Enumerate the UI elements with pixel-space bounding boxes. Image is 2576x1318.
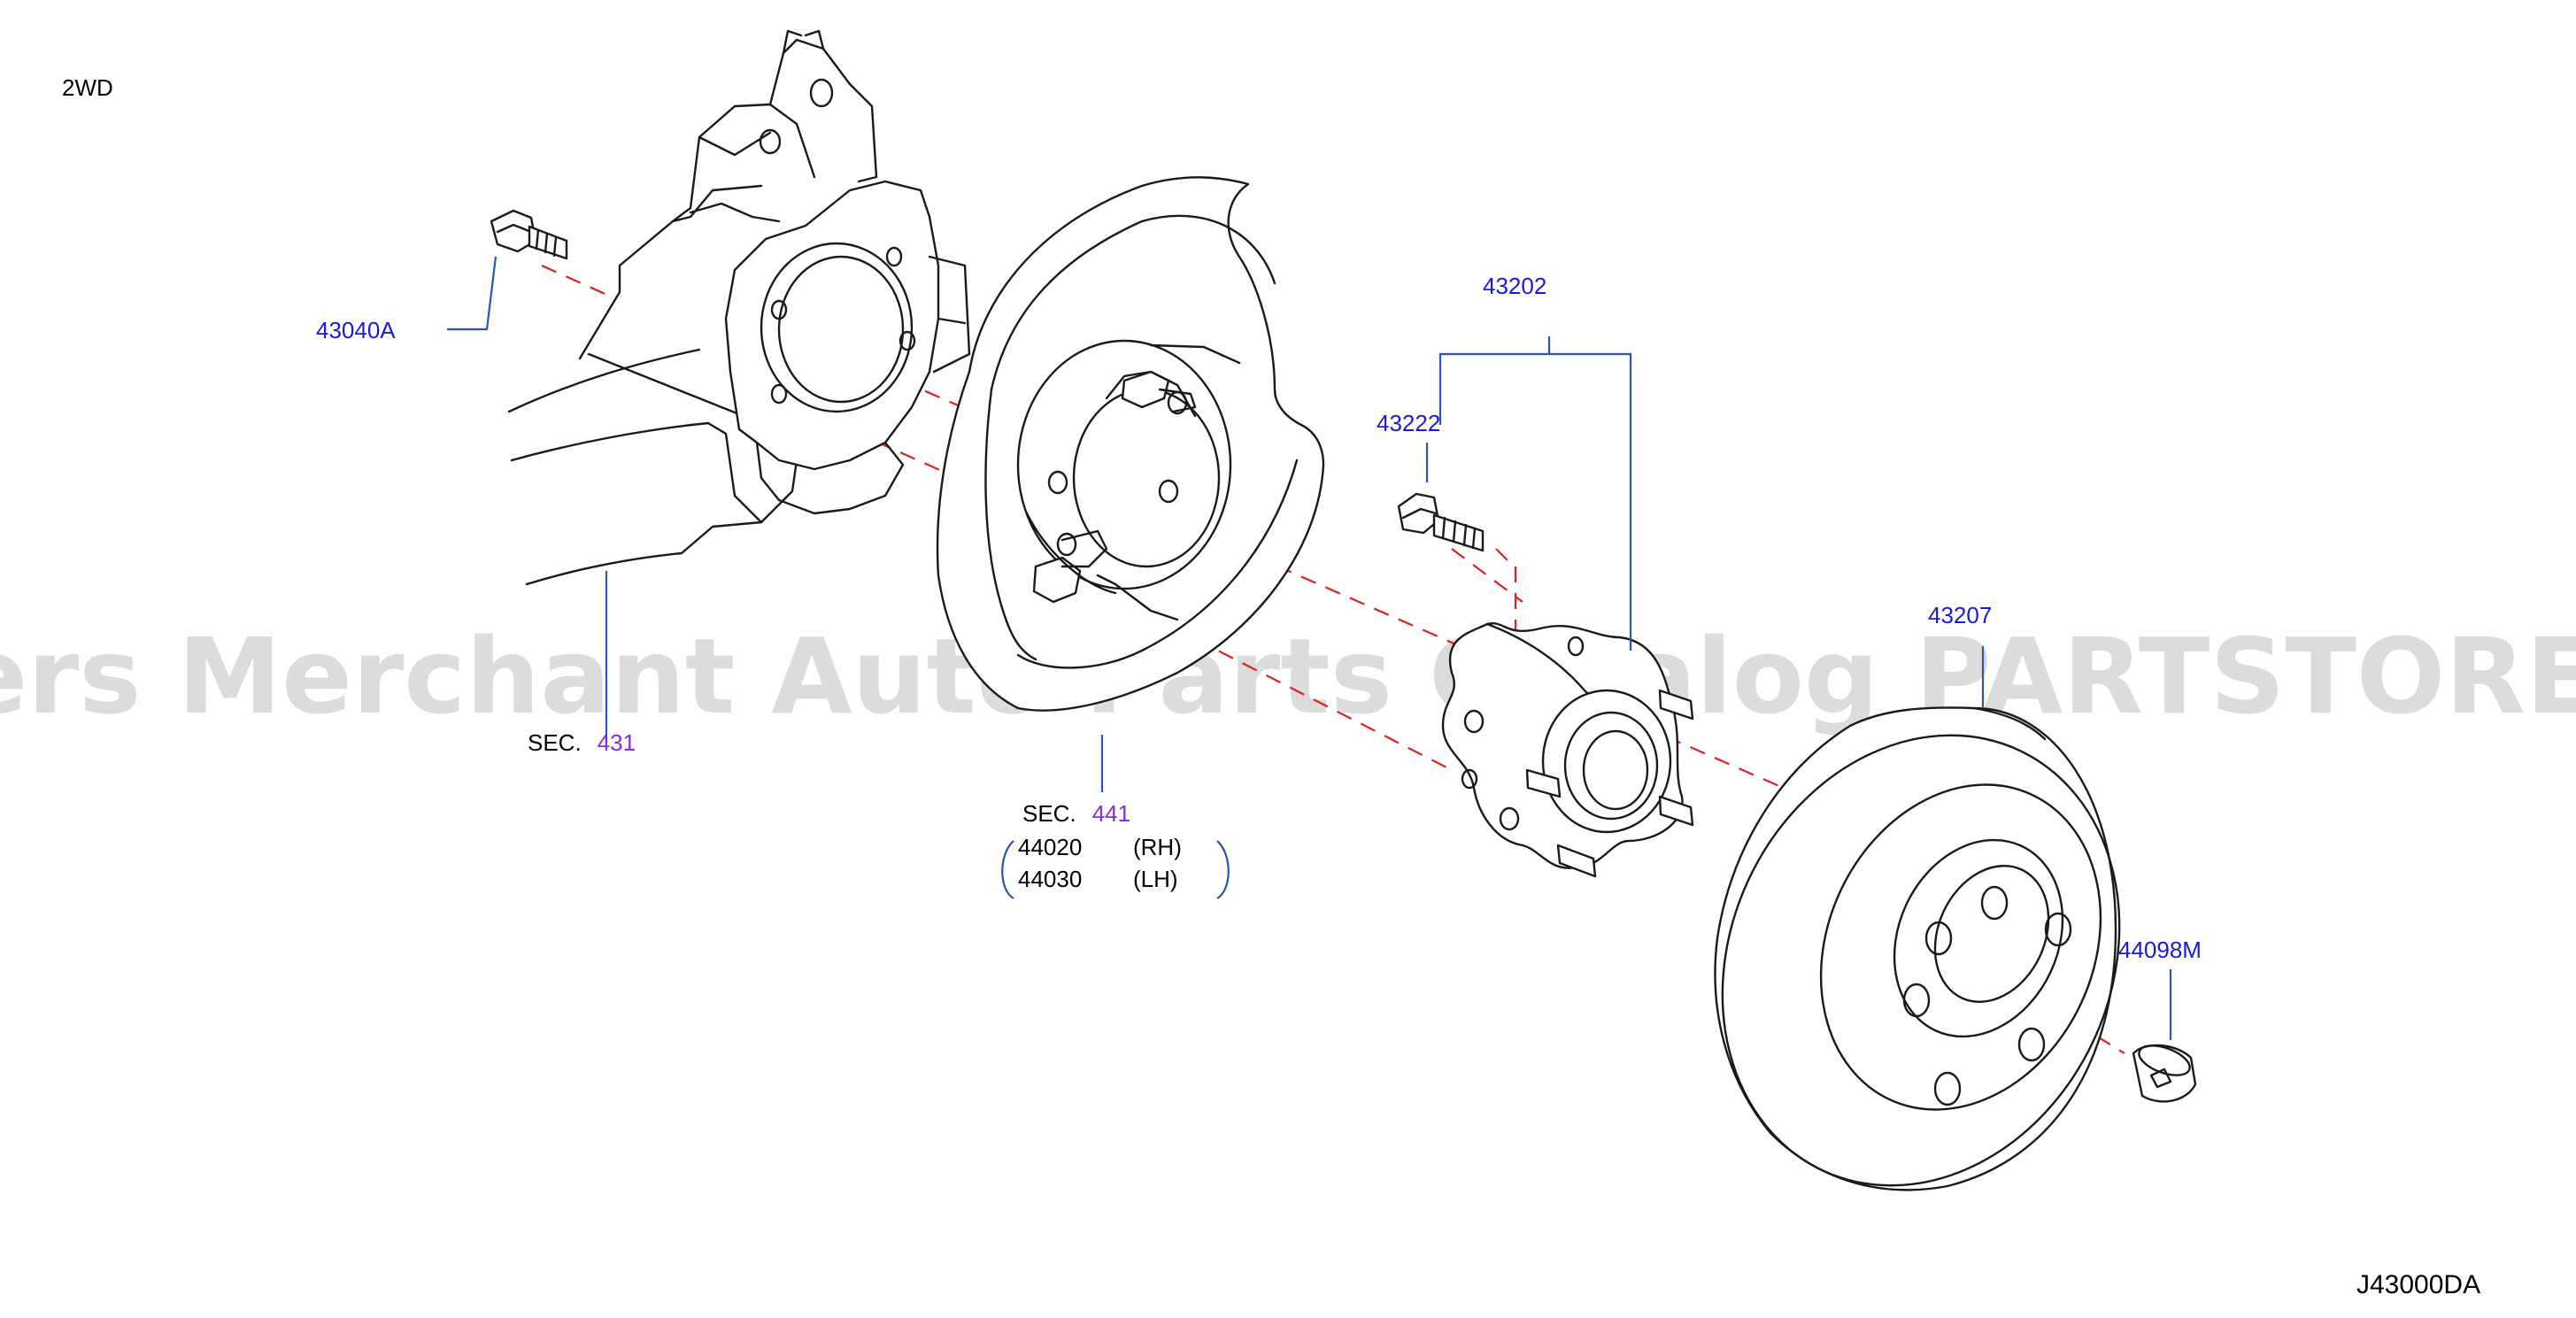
part-label-43040a[interactable]: 43040A (316, 317, 396, 343)
section-label-431[interactable]: SEC. 431 (528, 729, 636, 756)
section-label-441[interactable]: SEC. 441 (1022, 800, 1130, 827)
section-441-prefix: SEC. (1022, 800, 1076, 827)
part-number-44020[interactable]: 44020 (1018, 834, 1082, 860)
part-label-43207[interactable]: 43207 (1928, 602, 1992, 628)
knuckle-assembly-drawing (507, 29, 971, 586)
variant-label: 2WD (62, 74, 113, 101)
part-label-43222[interactable]: 43222 (1377, 410, 1440, 436)
section-431-prefix: SEC. (528, 729, 582, 756)
back-plate-drawing (936, 176, 1325, 712)
part-number-44030[interactable]: 44030 (1018, 866, 1082, 892)
section-441-number[interactable]: 441 (1092, 800, 1130, 827)
watermark-text: Offers Merchant Auto Parts Catalog PARTS… (0, 615, 2576, 737)
hub-bolt-43222-drawing (1397, 492, 1515, 567)
leader-lines (447, 256, 2172, 1040)
diagram-code: J43000DA (2356, 1270, 2480, 1299)
hub-assembly-drawing (1441, 621, 1694, 878)
bolt-43040a-drawing (490, 209, 568, 260)
side-label-rh: (RH) (1133, 834, 1182, 860)
part-label-44098m[interactable]: 44098M (2118, 936, 2202, 963)
disc-rotor-drawing (1714, 706, 2121, 1191)
section-431-number[interactable]: 431 (598, 729, 636, 756)
part-label-43202[interactable]: 43202 (1483, 273, 1546, 299)
side-label-lh: (LH) (1133, 866, 1178, 892)
cap-44098m-drawing (2132, 1044, 2197, 1103)
